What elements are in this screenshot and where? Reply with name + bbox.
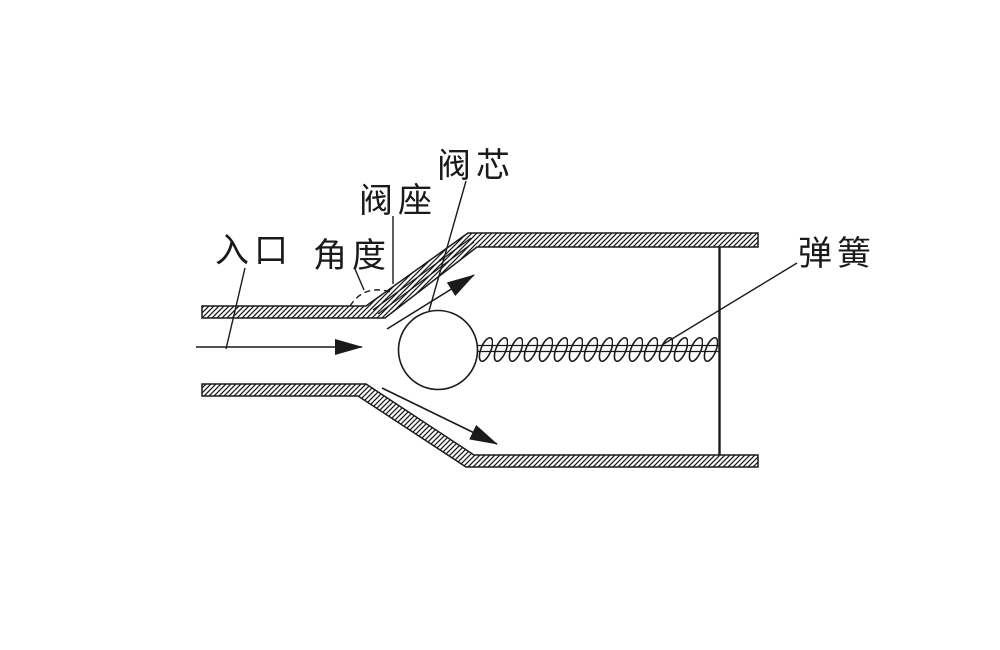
lower-housing-wall (201, 383, 759, 468)
valve-core-leader-line (428, 180, 467, 312)
angle-arc (349, 289, 392, 307)
spring-leader-line (661, 262, 798, 346)
spring-coil (477, 335, 719, 364)
valve-core-label: 阀芯 (437, 146, 515, 186)
valve-seat-layer-line-outer (372, 237, 472, 311)
lower-flow-arrow (381, 387, 498, 445)
angle-label: 角度 (313, 236, 391, 276)
valve-seat-layer-line-inner (377, 241, 475, 315)
valve-seat-label: 阀座 (359, 181, 437, 221)
angle-leader-line (354, 268, 365, 291)
inlet-leader-line (225, 267, 246, 350)
upper-housing-wall (201, 232, 759, 319)
spring-coil-loops (478, 335, 719, 364)
inlet-label: 入口 (215, 231, 293, 271)
spring-label: 弹簧 (798, 234, 876, 274)
valve-core-ball (397, 309, 479, 391)
upper-flow-arrow (386, 274, 475, 330)
